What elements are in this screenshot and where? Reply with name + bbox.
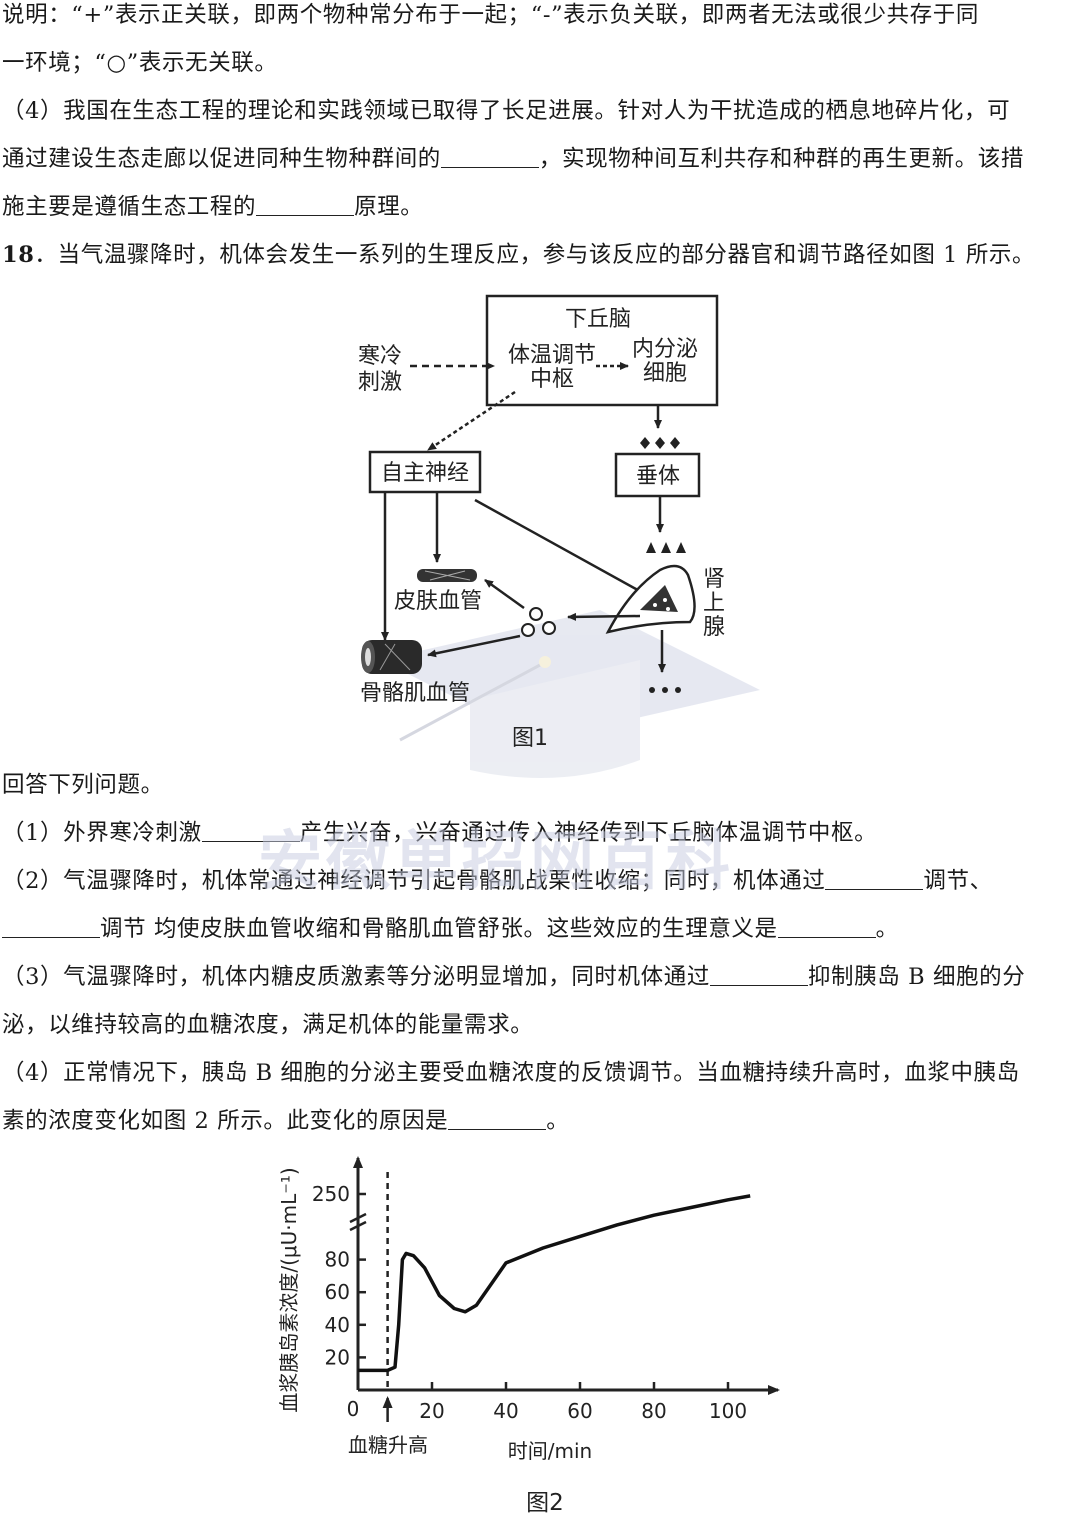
note-line-2: 一环境；“○”表示无关联。 — [2, 50, 278, 76]
cold-label-1: 寒冷 — [358, 344, 402, 369]
q4-line-1: （4）我国在生态工程的理论和实践领域已取得了长足进展。针对人为干扰造成的栖息地碎… — [2, 98, 1011, 124]
pituitary-label: 垂体 — [636, 464, 680, 489]
y-tick-label: 20 — [325, 1345, 350, 1369]
x-tick-label: 60 — [567, 1399, 592, 1423]
skeletal-vessel-icon — [361, 640, 422, 674]
sub-q2-line-2: 调节 均使皮肤血管收缩和骨骼肌血管舒张。这些效应的生理意义是。 — [2, 914, 899, 944]
center-label-2: 中枢 — [530, 367, 574, 392]
ellipsis-dots-icon — [649, 687, 681, 693]
answer-blank[interactable] — [709, 965, 808, 986]
x-axis-label: 时间/min — [508, 1439, 592, 1463]
hormone-diamonds-icon — [640, 437, 680, 449]
sub-q4-line-2: 素的浓度变化如图 2 所示。此变化的原因是。 — [2, 1108, 570, 1134]
hypothalamus-label: 下丘脑 — [565, 307, 631, 332]
answer-blank[interactable] — [825, 869, 924, 890]
q4-line-2: 通过建设生态走廊以促进同种生物种群间的，实现物种间互利共存和种群的再生更新。该措 — [2, 146, 1025, 172]
autonomic-nerve-box — [368, 450, 482, 494]
answer-blank[interactable] — [201, 821, 300, 842]
answer-blank[interactable] — [448, 1109, 547, 1130]
hormone-triangles-icon — [646, 542, 686, 553]
answer-blank[interactable] — [440, 147, 539, 168]
y-axis-label: 血浆胰岛素浓度/(μU·mL⁻¹) — [277, 1167, 301, 1412]
center-label-1: 体温调节 — [508, 343, 596, 368]
note-line-1: 说明：“+”表示正关联，即两个物种常分布于一起；“-”表示负关联，即两者无法或很… — [2, 2, 979, 28]
sub-q3-line-1: （3）气温骤降时，机体内糖皮质激素等分泌明显增加，同时机体通过抑制胰岛 B 细胞… — [2, 964, 1026, 990]
skeletal-vessel-label: 骨骼肌血管 — [360, 681, 470, 706]
question-number: 18 — [2, 242, 35, 268]
hormone-circles-icon — [521, 607, 556, 637]
autonomic-nerve-label: 自主神经 — [381, 461, 469, 486]
y-tick-label: 60 — [325, 1280, 350, 1304]
q4-line-3: 施主要是遵循生态工程的原理。 — [2, 194, 424, 220]
y-axis-break — [349, 1220, 367, 1232]
answer-blank[interactable] — [256, 195, 355, 216]
figure-2-caption: 图2 — [526, 1490, 564, 1516]
hypothalamus-box — [485, 294, 719, 407]
adrenal-label-3: 腺 — [703, 615, 725, 640]
watermark-cap-icon — [380, 610, 760, 778]
x-tick-label: 100 — [709, 1399, 747, 1423]
watermark-text: 安徽单招网百科 — [258, 825, 734, 899]
pituitary-box — [614, 452, 701, 498]
skin-vessel-label: 皮肤血管 — [394, 589, 482, 614]
y-tick-label: 40 — [325, 1313, 350, 1337]
sub-q2-line-1: （2）气温骤降时，机体常通过神经调节引起骨骼肌战栗性收缩；同时，机体通过调节、 — [2, 868, 993, 894]
answer-blank[interactable] — [2, 917, 100, 938]
adrenal-label-1: 肾 — [703, 567, 725, 592]
answer-prompt: 回答下列问题。 — [2, 772, 164, 798]
event-label: 血糖升高 — [348, 1433, 428, 1457]
skin-vessel-icon — [417, 569, 477, 582]
endocrine-label-1: 内分泌 — [632, 337, 698, 362]
y-tick-label: 80 — [325, 1248, 350, 1272]
answer-blank[interactable] — [777, 917, 876, 938]
x-tick-label: 40 — [493, 1399, 518, 1423]
cold-label-2: 刺激 — [358, 370, 402, 395]
adrenal-label-2: 上 — [703, 591, 725, 616]
figure-1-diagram: 下丘脑 体温调节 中枢 内分泌 细胞 寒冷 刺激 自主神经 垂体 皮肤血管 — [358, 294, 760, 778]
sub-q1: （1）外界寒冷刺激产生兴奋，兴奋通过传入神经传到下丘脑体温调节中枢。 — [2, 820, 878, 846]
sub-q3-line-2: 泌，以维持较高的血糖浓度，满足机体的能量需求。 — [2, 1012, 534, 1038]
origin-label: 0 — [347, 1397, 360, 1421]
figure-1-caption: 图1 — [512, 726, 548, 751]
y-tick-label: 250 — [312, 1182, 350, 1206]
x-tick-label: 80 — [641, 1399, 666, 1423]
q18-stem: 18．当气温骤降时，机体会发生一系列的生理反应，参与该反应的部分器官和调节路径如… — [2, 242, 1036, 268]
x-tick-label: 20 — [419, 1399, 444, 1423]
insulin-curve — [358, 1194, 751, 1373]
sub-q4-line-1: （4）正常情况下，胰岛 B 细胞的分泌主要受血糖浓度的反馈调节。当血糖持续升高时… — [2, 1060, 1020, 1086]
endocrine-label-2: 细胞 — [643, 361, 687, 386]
y-axis-break — [349, 1212, 367, 1224]
